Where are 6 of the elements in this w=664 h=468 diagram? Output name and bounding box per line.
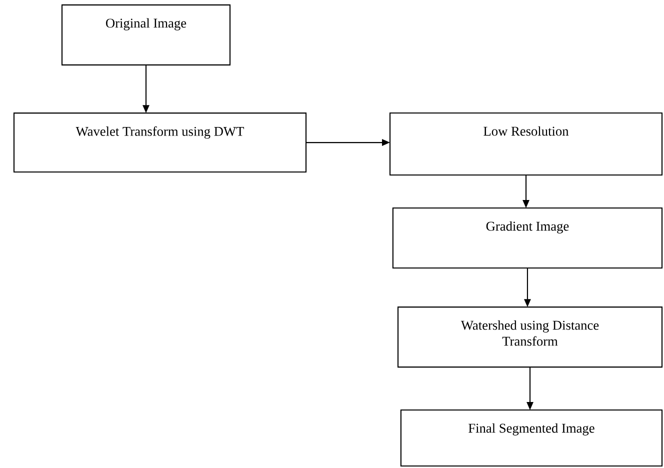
process-box: Gradient Image [392, 207, 663, 269]
process-box: Final Segmented Image [400, 409, 663, 467]
process-box: Watershed using Distance Transform [397, 306, 663, 368]
process-box: Original Image [61, 4, 231, 66]
process-box: Wavelet Transform using DWT [13, 112, 307, 173]
process-box: Low Resolution [389, 112, 663, 176]
